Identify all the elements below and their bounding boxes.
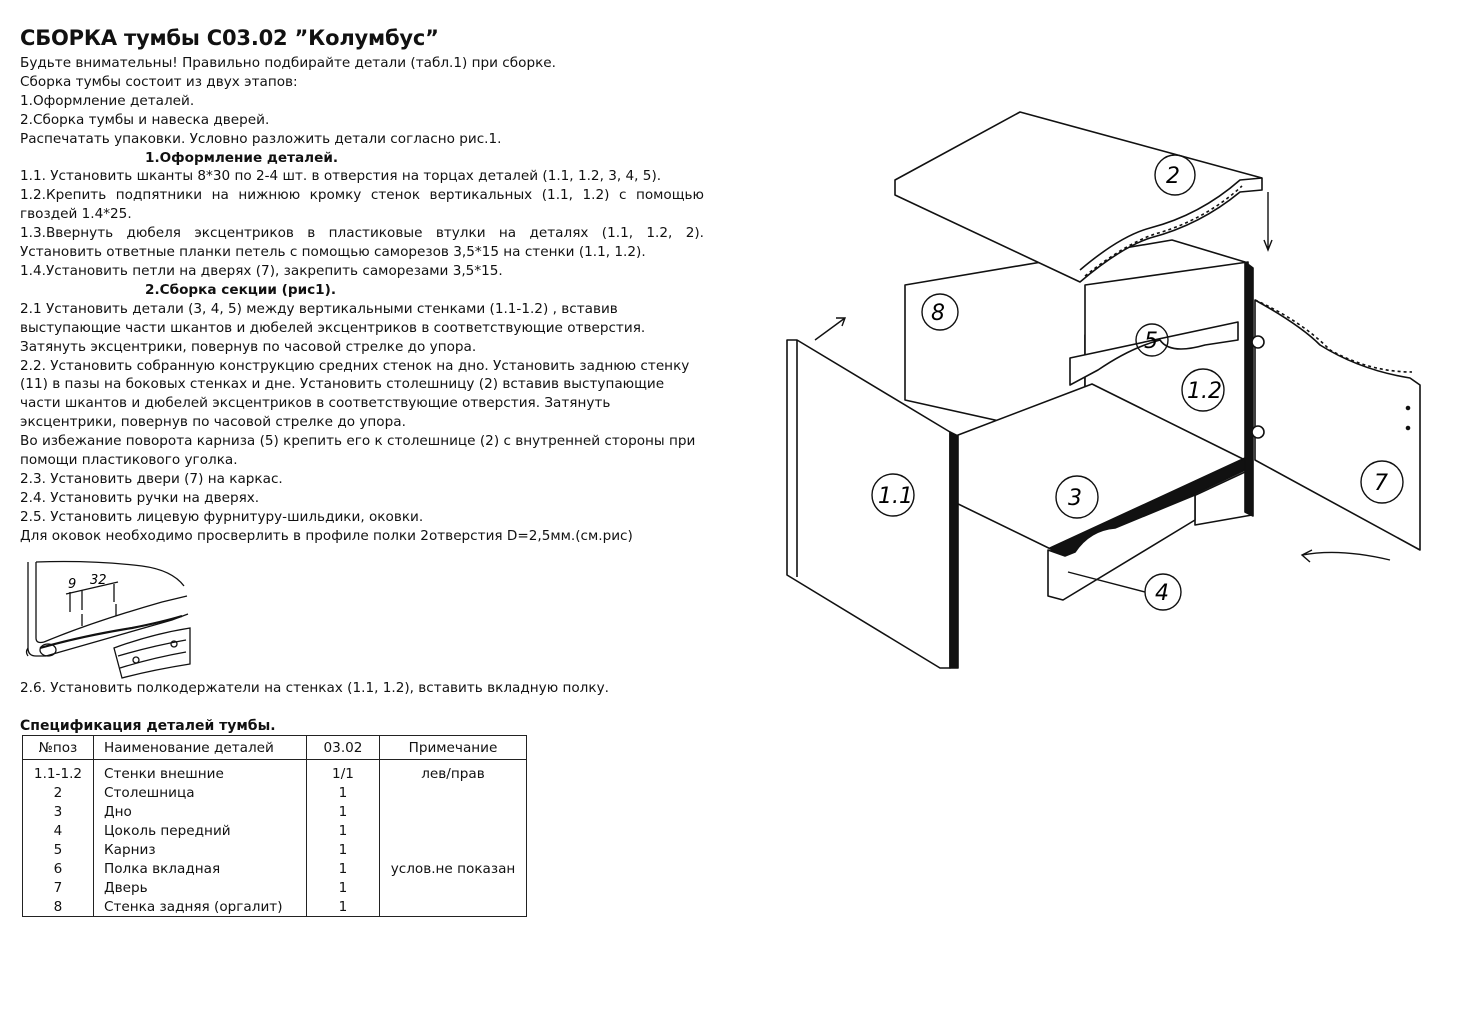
cell-pos: 2 [22, 783, 94, 802]
part-label-2: 2 [1166, 164, 1180, 189]
step-line: 1.1. Установить шканты 8*30 по 2-4 шт. в… [20, 168, 662, 185]
instructions-text: Будьте внимательны! Правильно подбирайте… [20, 54, 704, 546]
cell-qty: 1 [306, 878, 380, 897]
intro-line: 2.Сборка тумбы и навеска дверей. [20, 111, 270, 128]
cell-name: Столешница [93, 783, 307, 802]
table-row: 6 Полка вкладная 1 услов.не показан [22, 859, 527, 878]
cell-pos: 7 [22, 878, 94, 897]
cell-pos: 8 [22, 897, 94, 917]
step-line: 2.4. Установить ручки на дверях. [20, 489, 260, 506]
cell-note [379, 897, 527, 917]
step-line: 1.2.Крепить подпятники на нижнюю кромку … [20, 187, 704, 204]
cell-name: Карниз [93, 840, 307, 859]
part-label-1-2: 1.2 [1187, 379, 1222, 404]
tabletop [894, 111, 1263, 283]
cell-name: Дверь [93, 878, 307, 897]
cell-qty: 1 [306, 897, 380, 917]
table-header-row: №поз Наименование деталей 03.02 Примечан… [22, 735, 527, 760]
cell-name: Стенки внешние [93, 759, 307, 783]
step-line: 1.4.Установить петли на дверях (7), закр… [20, 262, 503, 279]
step-line: Затянуть эксцентрики, повернув по часово… [20, 338, 477, 355]
table-row: 8 Стенка задняя (оргалит) 1 [22, 897, 527, 917]
step-2-6: 2.6. Установить полкодержатели на стенка… [20, 680, 609, 696]
step-line: 2.3. Установить двери (7) на каркас. [20, 470, 283, 487]
table-row: 1.1-1.2 Стенки внешние 1/1 лев/прав [22, 759, 527, 783]
cell-qty: 1 [306, 783, 380, 802]
cell-qty: 1/1 [306, 759, 380, 783]
col-header: 03.02 [306, 735, 380, 760]
cornice [1069, 321, 1239, 386]
cell-qty: 1 [306, 840, 380, 859]
table-row: 7 Дверь 1 [22, 878, 527, 897]
col-header: Примечание [379, 735, 527, 760]
part-label-7: 7 [1374, 471, 1388, 496]
cell-note [379, 840, 527, 859]
cell-note [379, 802, 527, 821]
shelf-profile-drilling-figure: 9 32 [25, 560, 191, 679]
cell-note: услов.не показан [379, 859, 527, 878]
spec-table: №поз Наименование деталей 03.02 Примечан… [22, 735, 527, 917]
cell-note [379, 878, 527, 897]
intro-line: Сборка тумбы состоит из двух этапов: [20, 73, 298, 90]
part-label-1-1: 1.1 [878, 484, 913, 509]
step-line: гвоздей 1.4*25. [20, 206, 132, 223]
section2-heading: 2.Сборка секции (рис1). [145, 281, 337, 298]
cell-name: Цоколь передний [93, 821, 307, 840]
part-label-8: 8 [931, 301, 945, 326]
step-line: части шкантов и дюбелей эксцентриков в с… [20, 395, 611, 412]
step-line: 2.2. Установить собранную конструкцию ср… [20, 357, 690, 374]
table-row: 4 Цоколь передний 1 [22, 821, 527, 840]
document-title: СБОРКА тумбы С03.02 ”Колумбус” [20, 26, 439, 50]
door [1254, 299, 1421, 551]
dim-label: 32 [90, 573, 107, 588]
cell-pos: 3 [22, 802, 94, 821]
part-label-5: 5 [1144, 329, 1158, 354]
step-line: (11) в пазы на боковых стенках и дне. Ус… [20, 376, 665, 393]
cell-name: Дно [93, 802, 307, 821]
part-label-3: 3 [1068, 486, 1082, 511]
plinth [1047, 494, 1196, 601]
cell-note [379, 821, 527, 840]
intro-line: Будьте внимательны! Правильно подбирайте… [20, 55, 556, 71]
cell-qty: 1 [306, 859, 380, 878]
step-line: помощи пластикового уголка. [20, 452, 238, 469]
cell-note: лев/прав [379, 759, 527, 783]
cell-name: Полка вкладная [93, 859, 307, 878]
table-row: 2 Столешница 1 [22, 783, 527, 802]
cell-qty: 1 [306, 821, 380, 840]
cell-pos: 4 [22, 821, 94, 840]
intro-line: 1.Оформление деталей. [20, 92, 195, 109]
cell-pos: 6 [22, 859, 94, 878]
step-line: Во избежание поворота карниза (5) крепит… [20, 433, 696, 450]
dim-label: 9 [68, 577, 76, 592]
step-line: Для оковок необходимо просверлить в проф… [20, 527, 633, 544]
spec-title: Спецификация деталей тумбы. [20, 718, 276, 734]
intro-line: Распечатать упаковки. Условно разложить … [20, 130, 502, 147]
cell-pos: 5 [22, 840, 94, 859]
exploded-assembly-drawing: 2 8 5 1.2 1.1 3 4 7 [786, 111, 1421, 669]
step-line: эксцентрики, повернув по часовой стрелке… [20, 414, 406, 431]
step-line: 1.3.Ввернуть дюбеля эксцентриков в пласт… [20, 225, 704, 242]
step-line: 2.1 Установить детали (3, 4, 5) между ве… [20, 300, 618, 317]
cell-note [379, 783, 527, 802]
table-row: 3 Дно 1 [22, 802, 527, 821]
step-line: выступающие части шкантов и дюбелей эксц… [20, 319, 646, 336]
section1-heading: 1.Оформление деталей. [145, 149, 339, 166]
table-row: 5 Карниз 1 [22, 840, 527, 859]
col-header: Наименование деталей [93, 735, 307, 760]
cell-pos: 1.1-1.2 [22, 759, 94, 783]
part-label-4: 4 [1155, 581, 1169, 606]
col-header: №поз [22, 735, 94, 760]
step-line: 2.5. Установить лицевую фурнитуру-шильди… [20, 508, 424, 525]
cell-qty: 1 [306, 802, 380, 821]
cell-name: Стенка задняя (оргалит) [93, 897, 307, 917]
step-line: Установить ответные планки петель с помо… [20, 244, 646, 261]
